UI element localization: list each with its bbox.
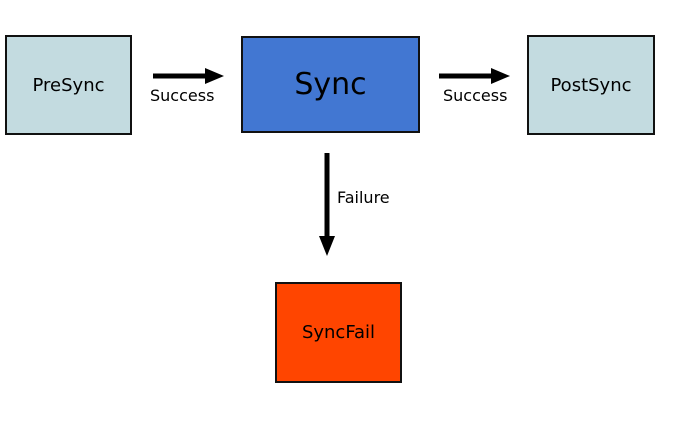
edge-label-presync-sync: Success bbox=[150, 86, 215, 105]
node-syncfail: SyncFail bbox=[275, 282, 402, 383]
node-syncfail-label: SyncFail bbox=[301, 322, 376, 343]
node-postsync-label: PostSync bbox=[550, 74, 632, 96]
node-sync: Sync bbox=[241, 36, 420, 133]
node-sync-label: Sync bbox=[294, 67, 367, 102]
node-postsync: PostSync bbox=[527, 35, 655, 135]
edge-label-sync-syncfail: Failure bbox=[337, 188, 390, 207]
arrow-sync-to-syncfail bbox=[319, 153, 335, 256]
arrow-presync-to-sync bbox=[153, 68, 224, 84]
edge-label-sync-postsync: Success bbox=[443, 86, 508, 105]
node-presync: PreSync bbox=[5, 35, 132, 135]
arrow-sync-to-postsync bbox=[439, 68, 510, 84]
node-presync-label: PreSync bbox=[32, 74, 105, 96]
